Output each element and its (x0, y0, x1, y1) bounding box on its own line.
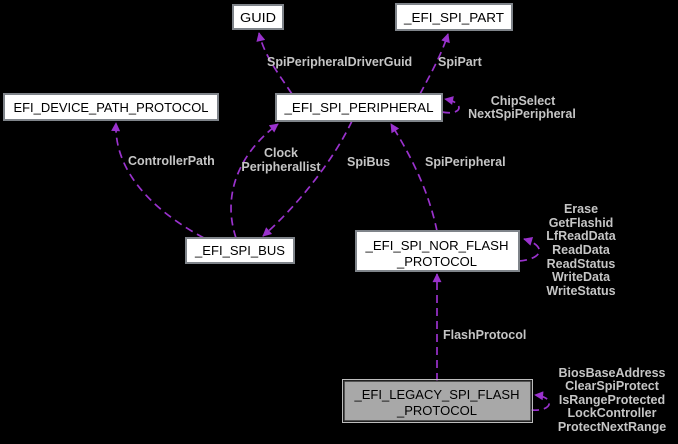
edge-label-spiperipheraldriverguid: SpiPeripheralDriverGuid (267, 55, 412, 69)
edge-label-controllerpath: ControllerPath (128, 154, 215, 168)
node-label: GUID (240, 10, 276, 25)
edge-labels: SpiPeripheralDriverGuid SpiPart ChipSele… (128, 55, 666, 434)
node-box (275, 93, 443, 122)
edge-label-chipselect: ChipSelect (491, 94, 556, 108)
node-efi-device-path-protocol[interactable]: EFI_DEVICE_PATH_PROTOCOL (3, 93, 219, 121)
edge-controllerpath (111, 122, 205, 239)
edge-label-nextspiperipheral: NextSpiPeripheral (468, 107, 576, 121)
node-label: _EFI_SPI_PERIPHERAL (283, 100, 433, 115)
member-label: WriteData (552, 270, 611, 284)
member-label: WriteStatus (546, 284, 615, 298)
edge-label-spiperipheral: SpiPeripheral (425, 155, 506, 169)
member-label: ReadStatus (547, 257, 616, 271)
member-label: ProtectNextRange (558, 420, 666, 434)
node-box (395, 3, 513, 31)
node-box (343, 380, 532, 422)
node-label-line2: _PROTOCOL (396, 403, 477, 418)
node-label-line1: _EFI_SPI_NOR_FLASH (364, 238, 508, 253)
edge-label-norflash-members: Erase GetFlashid LfReadData ReadData Rea… (546, 202, 617, 298)
edge-legacy-self-loop (530, 391, 550, 411)
member-label: LockController (568, 406, 657, 420)
edge-clock-peripherallist (230, 123, 279, 239)
member-label: LfReadData (546, 229, 617, 243)
node-box (232, 4, 284, 30)
edge-label-spibus: SpiBus (347, 155, 390, 169)
edge-spiperipheral (390, 123, 438, 232)
member-label: IsRangeProtected (559, 393, 665, 407)
edge-peripheral-self-loop (441, 96, 460, 114)
node-guid[interactable]: GUID (232, 4, 284, 30)
member-label: Erase (564, 202, 598, 216)
edge-norflash-self-loop (518, 237, 540, 262)
node-box (3, 93, 219, 121)
member-label: ClearSpiProtect (565, 379, 660, 393)
edges (111, 32, 550, 411)
node-efi-spi-bus[interactable]: _EFI_SPI_BUS (185, 237, 295, 264)
edge-label-flashprotocol: FlashProtocol (443, 328, 526, 342)
edge-spiperipheraldriverguid (256, 32, 293, 95)
edge-spipart (419, 33, 450, 95)
member-label: BiosBaseAddress (559, 366, 666, 380)
member-label: GetFlashid (549, 216, 614, 230)
node-box (355, 230, 520, 272)
node-label: EFI_DEVICE_PATH_PROTOCOL (14, 100, 209, 115)
node-efi-legacy-spi-flash-protocol: _EFI_LEGACY_SPI_FLASH _PROTOCOL (342, 379, 533, 423)
node-halo (342, 379, 533, 423)
node-label: _EFI_SPI_BUS (194, 243, 285, 258)
node-label-line2: _PROTOCOL (396, 254, 477, 269)
node-label-line1: _EFI_LEGACY_SPI_FLASH (353, 387, 519, 402)
member-label: ReadData (552, 243, 611, 257)
node-efi-spi-nor-flash-protocol[interactable]: _EFI_SPI_NOR_FLASH _PROTOCOL (355, 230, 520, 272)
node-box (185, 237, 295, 264)
node-efi-spi-peripheral[interactable]: _EFI_SPI_PERIPHERAL (275, 93, 443, 122)
node-efi-spi-part[interactable]: _EFI_SPI_PART (395, 3, 513, 31)
edge-spibus (262, 120, 353, 237)
edge-label-spipart: SpiPart (438, 55, 483, 69)
node-label: _EFI_SPI_PART (403, 10, 504, 25)
edge-label-clock: Clock (264, 146, 298, 160)
edge-label-legacy-members: BiosBaseAddress ClearSpiProtect IsRangeP… (558, 366, 666, 434)
edge-label-peripherallist: Peripherallist (241, 160, 321, 174)
